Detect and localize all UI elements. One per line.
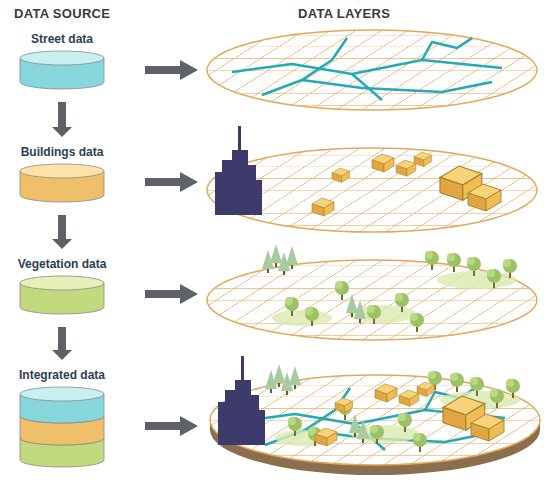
- column-heading: DATA SOURCE: [14, 6, 110, 21]
- column-heading: DATA LAYERS: [298, 6, 390, 21]
- database-cylinder: [19, 163, 105, 203]
- vegetation-layer: [207, 244, 537, 340]
- source-label: Vegetation data: [18, 257, 107, 272]
- flow-arrow: [52, 327, 72, 360]
- flow-arrow: [52, 102, 72, 137]
- data-source-node: Integrated data: [12, 368, 112, 468]
- database-cylinder: [19, 275, 105, 315]
- integrated-layer: [210, 356, 540, 475]
- data-source-node: Street data: [12, 32, 112, 90]
- database-cylinder: [19, 386, 105, 468]
- flow-arrows: [145, 60, 198, 436]
- data-source-node: Buildings data: [12, 145, 112, 203]
- source-label: Street data: [31, 32, 93, 47]
- database-cylinder: [19, 50, 105, 90]
- street-layer: [207, 30, 537, 110]
- data-source-node: Vegetation data: [12, 257, 112, 315]
- source-label: Buildings data: [21, 145, 104, 160]
- flow-arrow: [52, 215, 72, 249]
- buildings-layer: [207, 126, 537, 232]
- source-label: Integrated data: [19, 368, 105, 383]
